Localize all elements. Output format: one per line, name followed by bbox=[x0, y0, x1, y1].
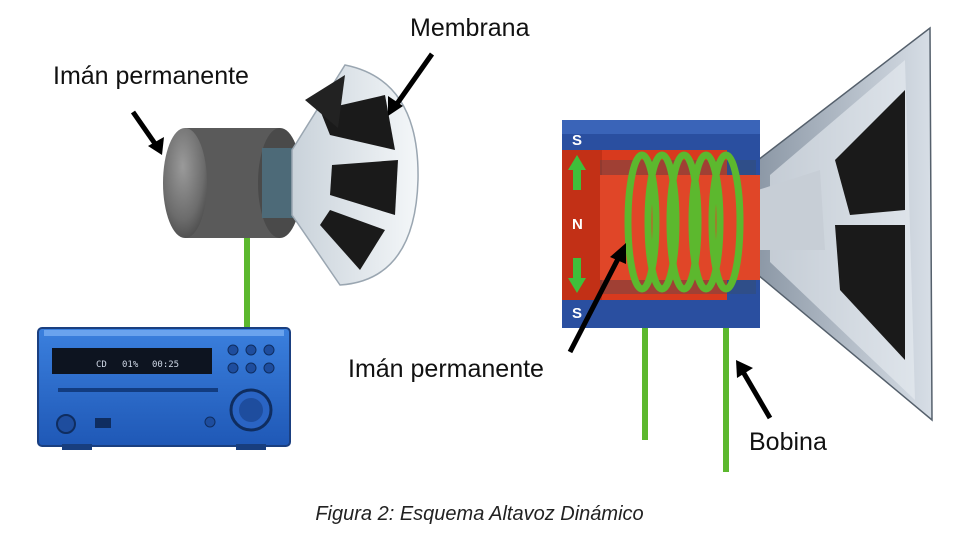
stereo-usb-port bbox=[95, 418, 111, 428]
arrow-to-membrana bbox=[388, 52, 435, 116]
coil-wire-right bbox=[723, 300, 729, 472]
cd-slot bbox=[58, 388, 218, 392]
voice-coil bbox=[624, 151, 744, 293]
label-bobina: Bobina bbox=[749, 428, 827, 456]
pole-bottom: S bbox=[572, 305, 582, 322]
left-speaker bbox=[163, 64, 419, 340]
coil-wire-left bbox=[642, 318, 648, 440]
display-time: 00:25 bbox=[152, 360, 179, 370]
arrow-to-bobina bbox=[736, 360, 773, 420]
pole-middle: N bbox=[572, 216, 583, 233]
right-speaker-cross-section: S N S bbox=[562, 26, 933, 472]
left-membrane-cone bbox=[291, 64, 419, 286]
stereo-unit: CD 01% 00:25 bbox=[37, 327, 291, 450]
label-iman-left: Imán permanente bbox=[53, 62, 249, 90]
figure-caption: Figura 2: Esquema Altavoz Dinámico bbox=[315, 503, 644, 525]
right-membrane-horn bbox=[757, 26, 933, 422]
flux-arrow-down bbox=[568, 258, 586, 293]
display-track: 01% bbox=[122, 360, 139, 370]
display-source: CD bbox=[96, 360, 107, 370]
stereo-display bbox=[52, 348, 212, 374]
right-permanent-magnet bbox=[562, 120, 760, 328]
flux-arrow-up bbox=[568, 155, 586, 190]
left-wire bbox=[244, 222, 250, 340]
stereo-power-knob bbox=[56, 414, 76, 434]
arrow-to-right-magnet bbox=[567, 243, 626, 354]
label-iman-right: Imán permanente bbox=[348, 355, 544, 383]
label-membrana: Membrana bbox=[410, 14, 530, 42]
pole-top: S bbox=[572, 132, 582, 149]
arrow-to-left-magnet bbox=[130, 110, 164, 155]
